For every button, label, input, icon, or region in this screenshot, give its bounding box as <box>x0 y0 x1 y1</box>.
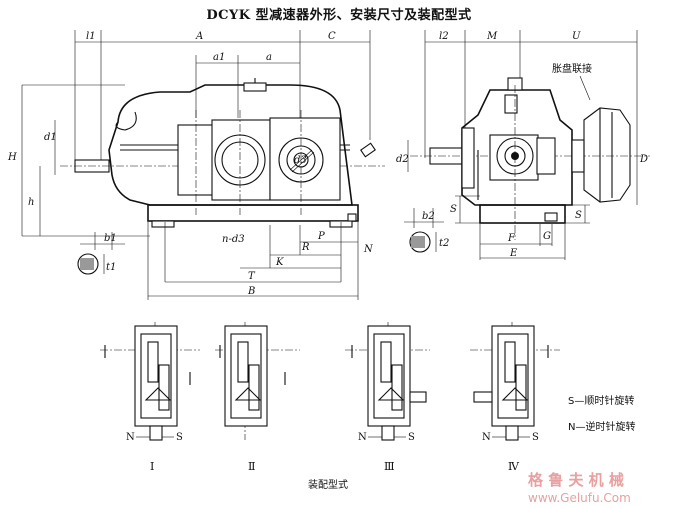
assembly-3-label-S: S <box>408 432 415 443</box>
legend-N: N—逆时针旋转 <box>568 420 635 433</box>
dim-C: C <box>328 31 336 42</box>
side-view: l2 M U 胀盘联接 d2 D S <box>396 30 650 260</box>
dim-P: P <box>317 231 325 242</box>
watermark: 格 鲁 夫 机 械 www.Gelufu.Com <box>528 471 631 505</box>
dim-S-right: S <box>575 210 582 221</box>
dim-N: N <box>363 244 374 255</box>
assembly-1-label-S: S <box>176 432 183 443</box>
drawing-title: DCYK 型减速器外形、安装尺寸及装配型式 <box>206 8 472 23</box>
dim-H: H <box>7 152 17 163</box>
watermark-url: www.Gelufu.Com <box>528 491 631 505</box>
assembly-type-4: N S Ⅳ <box>470 322 560 473</box>
assembly-1-label-N: N <box>126 432 135 443</box>
assembly-4-label-S: S <box>532 432 539 443</box>
dim-T: T <box>248 271 256 282</box>
dim-l2: l2 <box>439 31 449 42</box>
dim-M: M <box>486 31 498 42</box>
hole-label-d3: d3 <box>294 155 307 166</box>
assembly-type-1-label: Ⅰ <box>150 460 154 473</box>
assembly-4-label-N: N <box>482 432 491 443</box>
assembly-caption: 装配型式 <box>308 478 348 491</box>
dim-K: K <box>275 257 284 268</box>
dim-U: U <box>572 31 581 42</box>
assembly-type-3: N S Ⅲ <box>345 322 430 473</box>
rotation-legend: S—顺时针旋转 N—逆时针旋转 <box>568 394 635 433</box>
dim-D: D <box>639 154 648 165</box>
assembly-type-2-label: Ⅱ <box>248 460 255 473</box>
dim-R: R <box>301 242 310 253</box>
assembly-3-label-N: N <box>358 432 367 443</box>
dim-h: h <box>28 197 34 208</box>
dim-F: F <box>507 233 516 244</box>
dim-t2: t2 <box>439 238 449 249</box>
dim-t1: t1 <box>106 262 116 273</box>
assembly-type-1: N S Ⅰ <box>100 322 200 473</box>
dim-E: E <box>509 248 518 259</box>
dim-A: A <box>195 31 203 42</box>
dim-l1: l1 <box>86 31 96 42</box>
dim-B: B <box>247 286 255 297</box>
callout-expansion-coupling: 胀盘联接 <box>552 62 592 75</box>
dim-S-left: S <box>450 204 457 215</box>
watermark-cn: 格 鲁 夫 机 械 <box>528 471 624 489</box>
assembly-type-2: Ⅱ <box>215 322 300 473</box>
dim-n-d3: n-d3 <box>222 234 245 245</box>
assembly-type-4-label: Ⅳ <box>508 460 520 473</box>
dim-b1: b1 <box>104 233 117 244</box>
dim-a: a <box>266 52 272 63</box>
assembly-type-3-label: Ⅲ <box>384 460 395 473</box>
dim-d2: d2 <box>396 154 409 165</box>
legend-S: S—顺时针旋转 <box>568 394 634 407</box>
front-view: l1 A C a1 a H h d1 <box>7 30 385 300</box>
dim-a1: a1 <box>213 52 225 63</box>
dim-b2: b2 <box>422 211 435 222</box>
dim-G: G <box>543 231 551 242</box>
dim-d1: d1 <box>44 132 57 143</box>
